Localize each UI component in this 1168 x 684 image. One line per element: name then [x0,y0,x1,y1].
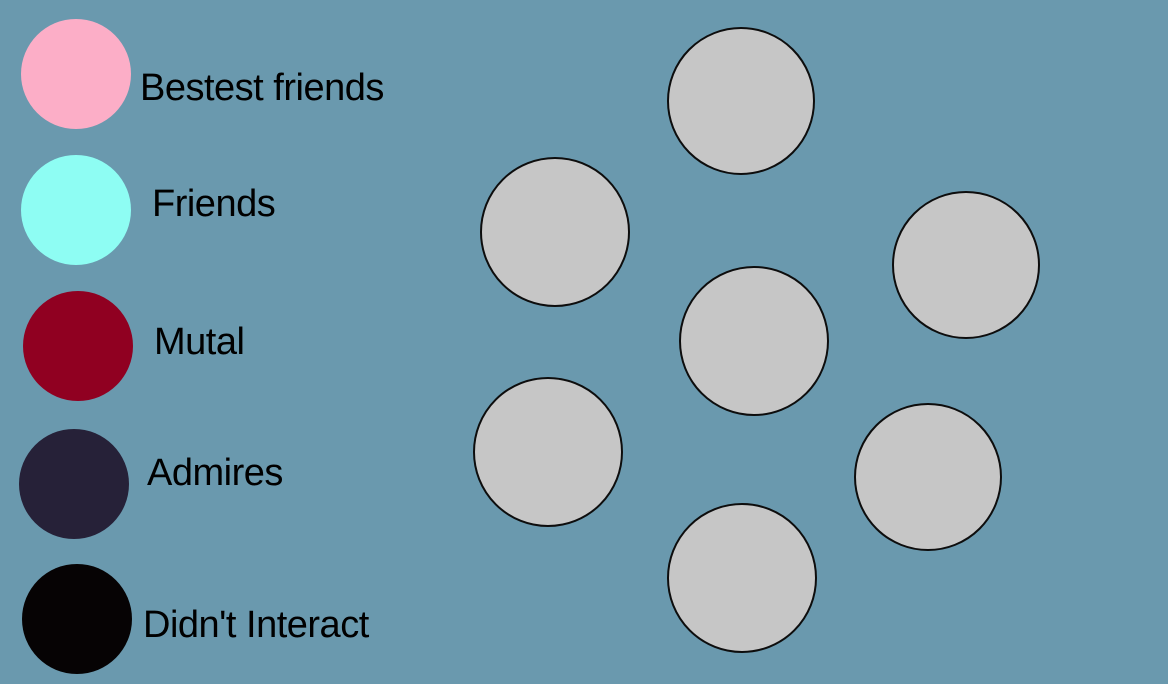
character-slot [854,403,1002,551]
character-slot [667,27,815,175]
legend-item-label: Bestest friends [140,67,384,109]
character-slot [667,503,817,653]
mutal-color-swatch [23,291,133,401]
didnt-interact-color-swatch [22,564,132,674]
character-slot [679,266,829,416]
character-slot [892,191,1040,339]
admires-color-swatch [19,429,129,539]
legend-item-label: Friends [152,183,276,225]
legend-item-label: Didn't Interact [143,604,369,646]
legend-item-label: Mutal [154,321,245,363]
bestest-friends-color-swatch [21,19,131,129]
legend-item-label: Admires [147,452,283,494]
character-slot [473,377,623,527]
character-slot [480,157,630,307]
friends-color-swatch [21,155,131,265]
